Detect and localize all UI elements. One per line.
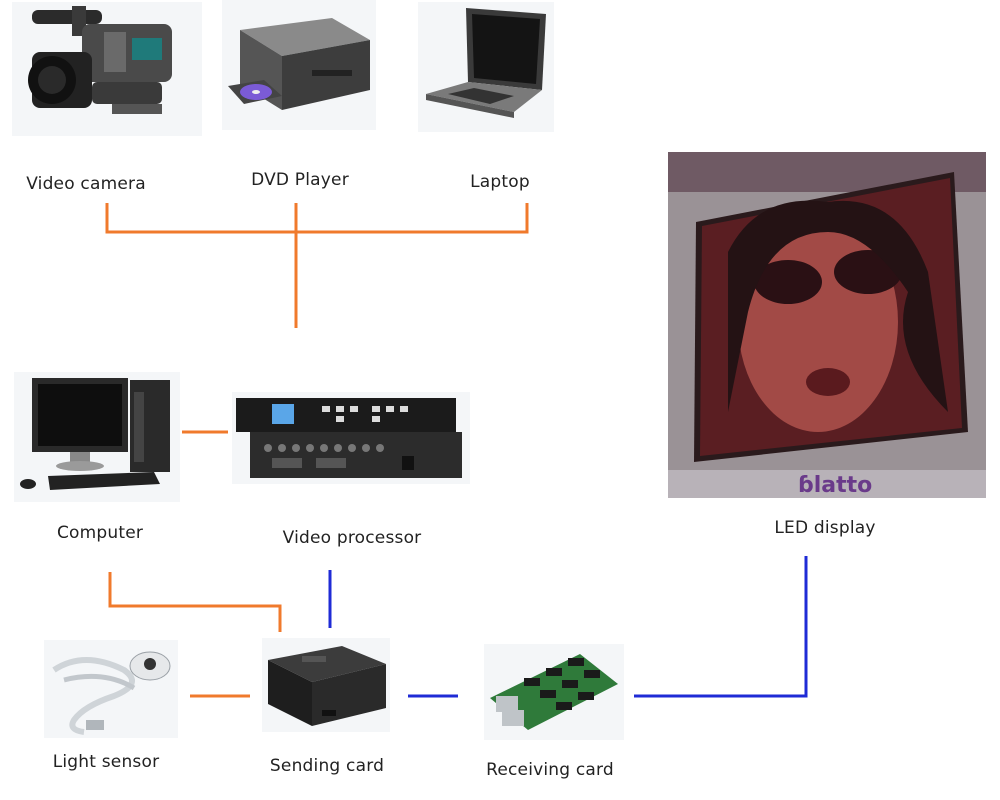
computer-image	[14, 372, 180, 502]
link-sources-bus	[105, 203, 529, 234]
video-camera-image	[12, 2, 202, 136]
label-computer: Computer	[56, 523, 144, 543]
link-receiving-card-to-led	[634, 556, 808, 698]
laptop-image	[418, 2, 554, 132]
sending-card-image	[262, 638, 390, 732]
light-sensor-image	[44, 640, 178, 738]
svg-text:ɓlatto: ɓlatto	[798, 473, 872, 498]
label-video-processor: Video processor	[282, 528, 422, 548]
label-led-display: LED display	[774, 518, 876, 538]
dvd-player-image	[222, 0, 376, 130]
video-processor-image	[232, 392, 470, 484]
label-laptop: Laptop	[470, 172, 530, 192]
label-light-sensor: Light sensor	[52, 752, 160, 772]
led-display-image: ɓlatto	[668, 152, 986, 498]
label-receiving-card: Receiving card	[486, 760, 614, 780]
label-dvd-player: DVD Player	[251, 170, 349, 190]
link-computer-to-sending-card	[108, 572, 282, 632]
label-sending-card: Sending card	[269, 756, 385, 776]
receiving-card-image	[484, 644, 624, 740]
label-video-camera: Video camera	[26, 174, 146, 194]
